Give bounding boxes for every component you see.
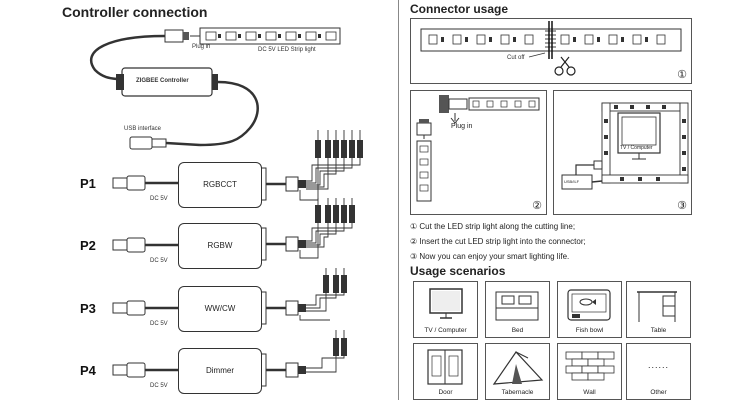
usb-interface-label: USB interface <box>124 126 162 132</box>
usb-box-label: USB/ILF <box>564 179 580 184</box>
panel-1-number: ① <box>677 69 687 81</box>
usage-scenarios-title: Usage scenarios <box>410 264 506 278</box>
scenario-tv-computer: TV / Computer <box>413 281 478 338</box>
row-p2-dc: DC 5V <box>150 258 168 264</box>
controller-wwcw: WW/CW <box>178 286 262 332</box>
controller-dimmer: Dimmer <box>178 348 262 394</box>
plug-in-panel: Plug in ② <box>410 90 547 215</box>
cut-off-illustration <box>420 21 682 76</box>
step-1: ① Cut the LED strip light along the cutt… <box>410 222 576 231</box>
plug-in-right-label: Plug in <box>451 123 473 130</box>
tv-setup-illustration <box>561 102 689 190</box>
scenario-fish-bowl: Fish bowl <box>557 281 622 338</box>
step-3: ③ Now you can enjoy your smart lighting … <box>410 252 570 261</box>
usage-steps: ① Cut the LED strip light along the cutt… <box>410 219 586 264</box>
table-icon <box>637 291 677 322</box>
row-p1-dc: DC 5V <box>150 196 168 202</box>
bed-icon <box>495 291 539 321</box>
scenario-label: Tabernacle <box>501 389 534 396</box>
controller-connection-title: Controller connection <box>62 4 208 20</box>
scenario-label: Wall <box>583 389 596 396</box>
scenario-wall: Wall <box>557 343 622 400</box>
controller-rgbw-label: RGBW <box>207 241 233 250</box>
controller-rgbw: RGBW <box>178 223 262 269</box>
cut-off-panel: Cut off ① <box>410 18 692 84</box>
panel-3-number: ③ <box>677 200 687 212</box>
plug-in-illustration <box>416 95 540 202</box>
connector-usage-title: Connector usage <box>410 2 509 16</box>
panel-2-number: ② <box>532 200 542 212</box>
strip-light-label: DC 5V LED Strip light <box>258 47 316 53</box>
scenario-label: TV / Computer <box>424 327 467 334</box>
controller-wiring-diagram <box>89 27 363 387</box>
zigbee-controller-label: ZIGBEE Controller <box>136 78 189 84</box>
row-p3-dc: DC 5V <box>150 321 168 327</box>
fish-bowl-icon <box>567 289 611 321</box>
tv-icon <box>429 288 463 319</box>
controller-rgbcct-label: RGBCCT <box>203 180 237 189</box>
door-icon <box>427 349 463 385</box>
scenario-table: Table <box>626 281 691 338</box>
controller-wwcw-label: WW/CW <box>204 304 236 313</box>
tv-setup-panel: TV / Computer USB/ILF ③ <box>553 90 692 215</box>
row-p2-label: P2 <box>80 238 96 253</box>
scenario-label: Fish bowl <box>575 327 604 334</box>
plug-in-label: Plug in <box>192 44 211 50</box>
scenario-other: ...... Other <box>626 343 691 400</box>
row-p3-label: P3 <box>80 301 96 316</box>
row-p4-dc: DC 5V <box>150 383 168 389</box>
tent-icon <box>492 351 544 385</box>
tv-computer-label: TV / Computer <box>620 145 653 151</box>
other-dots: ...... <box>647 360 669 370</box>
scenario-label: Door <box>438 389 453 396</box>
controller-dimmer-label: Dimmer <box>206 366 234 375</box>
column-divider <box>398 0 399 400</box>
scenario-tabernacle: Tabernacle <box>485 343 550 400</box>
cut-off-label: Cut off <box>507 55 525 61</box>
scenario-label: Bed <box>511 327 524 334</box>
controller-rgbcct: RGBCCT <box>178 162 262 208</box>
scenario-bed: Bed <box>485 281 550 338</box>
scenario-label: Table <box>650 327 667 334</box>
scenario-label: Other <box>650 389 667 396</box>
wall-icon <box>565 351 615 381</box>
scenario-door: Door <box>413 343 478 400</box>
row-p4-label: P4 <box>80 363 96 378</box>
step-2: ② Insert the cut LED strip light into th… <box>410 237 586 246</box>
row-p1-label: P1 <box>80 176 96 191</box>
